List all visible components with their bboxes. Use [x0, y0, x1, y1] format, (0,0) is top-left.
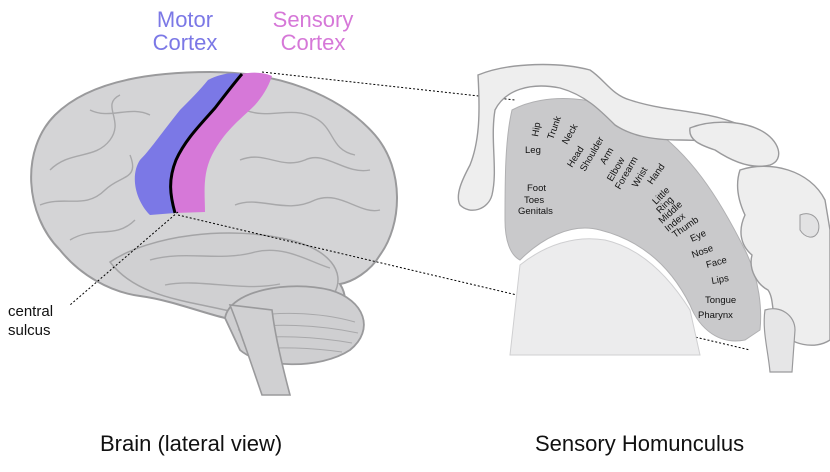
- body-part-toes: Toes: [524, 195, 544, 206]
- body-part-foot: Foot: [527, 183, 546, 194]
- left-caption: Brain (lateral view): [100, 431, 283, 456]
- white-matter: [509, 238, 701, 356]
- body-part-hip: Hip: [530, 122, 543, 138]
- homunculus-ear: [799, 213, 820, 238]
- homunculus-head: [736, 165, 830, 346]
- brainstem: [228, 304, 292, 396]
- central-sulcus-line: [169, 73, 244, 214]
- gyri-lines: [39, 94, 381, 288]
- body-part-pharynx: Pharynx: [698, 310, 733, 321]
- body-part-lips: Lips: [711, 273, 730, 287]
- sensory-cortex-band: [170, 72, 272, 213]
- body-part-tongue: Tongue: [705, 295, 736, 306]
- sensory-homunculus: [457, 63, 830, 373]
- body-part-genitals: Genitals: [518, 206, 553, 217]
- central-sulcus-label: central sulcus: [8, 303, 54, 339]
- right-caption: Sensory Homunculus: [535, 431, 745, 456]
- motor-cortex-label: Motor Cortex: [152, 7, 218, 56]
- body-part-face: Face: [705, 255, 728, 271]
- motor-cortex-band: [134, 73, 242, 215]
- brain-lateral-view: [30, 70, 398, 396]
- homunculus-hand: [689, 121, 780, 167]
- zoom-line-top: [261, 71, 516, 101]
- body-part-leg: Leg: [525, 145, 541, 156]
- homunculus-throat: [763, 308, 796, 373]
- sensory-cortex-label: Sensory Cortex: [272, 7, 354, 56]
